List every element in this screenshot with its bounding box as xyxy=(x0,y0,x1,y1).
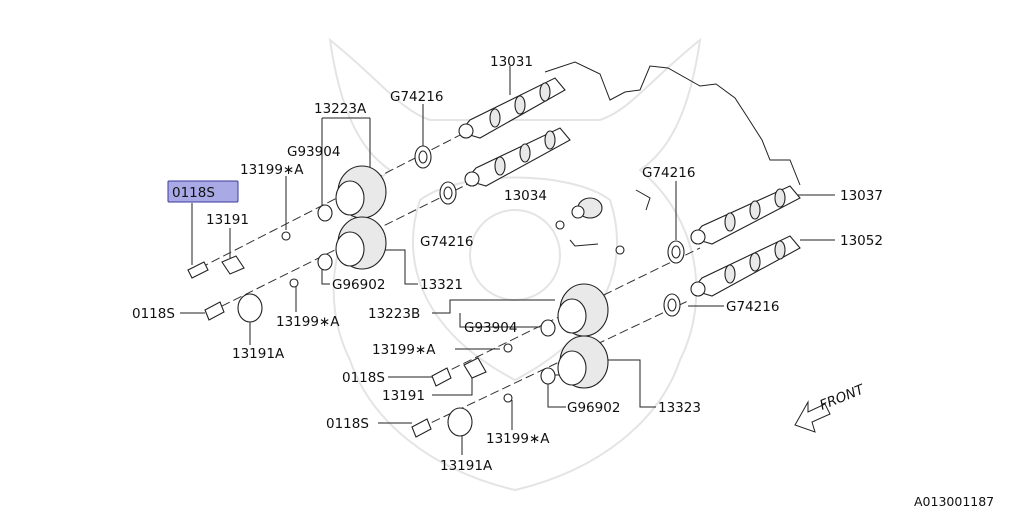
label-g74216-bot[interactable]: G74216 xyxy=(726,299,779,315)
oil-seal-parts xyxy=(414,145,685,317)
label-13191-top[interactable]: 13191 xyxy=(206,212,249,228)
label-13191a-left[interactable]: 13191A xyxy=(232,346,285,362)
camshaft-13052 xyxy=(690,235,801,297)
label-0118s-bot2[interactable]: 0118S xyxy=(326,416,369,432)
camshaft-13034 xyxy=(464,127,571,187)
camshaft-13031 xyxy=(458,77,566,139)
label-13191a-bot[interactable]: 13191A xyxy=(440,458,493,474)
engine-head-outline xyxy=(544,61,801,186)
label-13034[interactable]: 13034 xyxy=(504,188,547,204)
label-13199a-bot1[interactable]: 13199∗A xyxy=(372,342,436,358)
label-13199a-top[interactable]: 13199∗A xyxy=(240,162,304,178)
label-g74216-right[interactable]: G74216 xyxy=(642,165,695,181)
diagram-code: A013001187 xyxy=(914,494,994,509)
bolt-and-plate-parts xyxy=(187,231,513,438)
label-13037[interactable]: 13037 xyxy=(840,188,883,204)
label-0118s-left[interactable]: 0118S xyxy=(132,306,175,322)
selected-part-highlight[interactable] xyxy=(167,180,239,203)
label-g93904-bot[interactable]: G93904 xyxy=(464,320,517,336)
label-0118s-bot1[interactable]: 0118S xyxy=(342,370,385,386)
label-g93904-top[interactable]: G93904 xyxy=(287,144,340,160)
o-ring-parts xyxy=(317,204,556,385)
label-13199a-bot2[interactable]: 13199∗A xyxy=(486,431,550,447)
label-13191-bot[interactable]: 13191 xyxy=(382,388,425,404)
sprocket-parts xyxy=(335,165,609,389)
camshaft-13037 xyxy=(690,185,801,245)
label-13031[interactable]: 13031 xyxy=(490,54,533,70)
label-g74216-top[interactable]: G74216 xyxy=(390,89,443,105)
label-g96902-bot[interactable]: G96902 xyxy=(567,400,620,416)
label-13199a-left[interactable]: 13199∗A xyxy=(276,314,340,330)
label-0118s-selected[interactable]: 0118S xyxy=(172,185,215,201)
label-13223b[interactable]: 13223B xyxy=(368,306,420,322)
label-13321[interactable]: 13321 xyxy=(420,277,463,293)
leader-lines xyxy=(180,66,835,455)
label-13323[interactable]: 13323 xyxy=(658,400,701,416)
label-front: FRONT xyxy=(818,381,868,414)
label-13052[interactable]: 13052 xyxy=(840,233,883,249)
center-small-parts xyxy=(555,189,651,255)
label-13223a[interactable]: 13223A xyxy=(314,101,367,117)
label-g74216-mid[interactable]: G74216 xyxy=(420,234,473,250)
part-labels: 13031 13223A G74216 G93904 13199∗A 0118S… xyxy=(132,54,883,474)
label-g96902-top[interactable]: G96902 xyxy=(332,277,385,293)
front-arrow xyxy=(794,400,831,433)
